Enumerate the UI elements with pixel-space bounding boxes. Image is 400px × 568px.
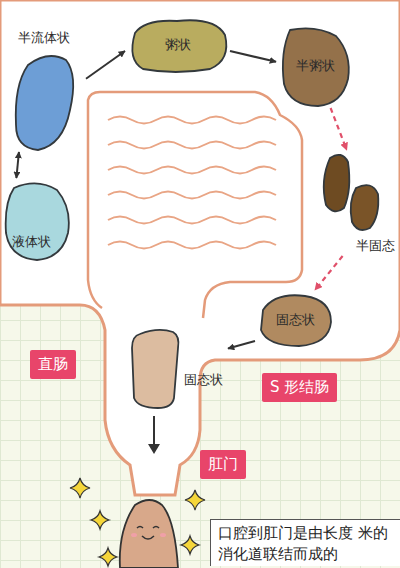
node-label: 直肠	[38, 355, 68, 373]
caption: 口腔到肛门是由长度 米的消化道联结而成的	[218, 525, 388, 562]
node-label: 液体状	[12, 234, 51, 250]
flow-arrow	[228, 341, 255, 349]
rectum-stool: 固态状	[128, 328, 228, 410]
flow-arrow	[86, 51, 125, 79]
liquid-stool: 液体状	[2, 178, 74, 262]
rectum-tag: 直肠	[30, 350, 76, 379]
colon-inner-wall	[88, 92, 302, 318]
node-label: S 形结肠	[270, 378, 329, 396]
anus-tag: 肛门	[200, 450, 246, 479]
sparkles	[70, 478, 205, 566]
semi-fluid-stool: 半流体状	[8, 30, 86, 152]
colon-outline	[0, 0, 400, 495]
caption-box: 口腔到肛门是由长度 米的消化道联结而成的	[210, 519, 400, 566]
node-label: 固态状	[184, 372, 223, 388]
dashed-arrow	[315, 256, 343, 290]
stool-shape	[8, 30, 86, 152]
node-label: 肛门	[208, 455, 238, 473]
happy-stool	[120, 500, 178, 568]
node-label: 半固态	[356, 238, 395, 254]
dashed-arrow	[331, 108, 347, 150]
semi-solid-stool: 半固态	[318, 150, 400, 256]
node-label: 半粥状	[296, 58, 335, 74]
mushy-stool: 粥状	[125, 15, 230, 75]
node-label: 固态状	[276, 312, 315, 328]
stool-shape	[2, 178, 74, 262]
exit-arrow	[148, 416, 160, 454]
sigmoid-colon-tag: S 形结肠	[262, 373, 337, 402]
solid-stool: 固态状	[255, 290, 335, 350]
semi-mushy-stool: 半粥状	[276, 24, 354, 108]
node-label: 粥状	[165, 37, 191, 53]
flow-arrow	[230, 51, 276, 62]
stool-shape	[128, 328, 228, 410]
intestine-folds	[108, 117, 276, 249]
flow-arrow	[16, 152, 19, 178]
node-label: 半流体状	[18, 30, 70, 46]
